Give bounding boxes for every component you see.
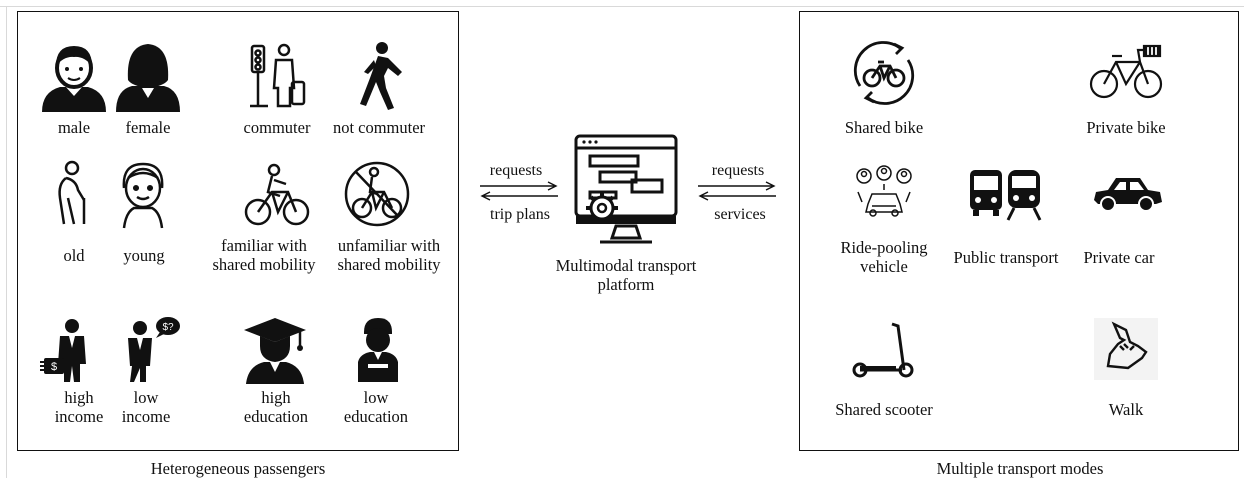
high-income-person-icon: $ [40, 319, 86, 382]
platform-label-line2: platform [597, 275, 655, 294]
label-male: male [57, 118, 91, 137]
scooter-icon [852, 322, 914, 378]
label-low-income-line2: income [121, 407, 171, 426]
young-person-icon [122, 162, 164, 229]
label-unfamiliar-line1: unfamiliar with [337, 236, 441, 255]
label-unfamiliar-line2: shared mobility [337, 255, 441, 274]
modes-caption: Multiple transport modes [936, 459, 1104, 478]
car-icon [1094, 178, 1162, 212]
label-familiar-line1: familiar with [221, 236, 307, 255]
label-shared-bike: Shared bike [844, 118, 924, 137]
label-not-commuter: not commuter [332, 118, 426, 137]
female-person-icon [116, 44, 180, 112]
left-requests-label: requests [489, 162, 543, 179]
passengers-caption: Heterogeneous passengers [150, 459, 326, 478]
graduate-icon [244, 318, 306, 384]
male-person-icon [42, 46, 106, 112]
label-familiar-line2: shared mobility [212, 255, 316, 274]
label-shared-scooter: Shared scooter [835, 400, 933, 419]
trip-plans-label: trip plans [490, 206, 550, 223]
label-private-car: Private car [1083, 248, 1155, 267]
elderly-person-icon [58, 160, 86, 225]
label-female: female [125, 118, 171, 137]
worker-icon [358, 318, 398, 382]
svg-text:$: $ [51, 361, 57, 373]
label-young: young [123, 246, 165, 265]
image-left-border [6, 6, 7, 478]
label-ride-pooling-line1: Ride-pooling [840, 238, 928, 257]
low-income-person-icon: $? [128, 317, 180, 382]
label-commuter: commuter [243, 118, 311, 137]
label-high-income-line2: income [54, 407, 104, 426]
label-high-education: high education [234, 388, 318, 426]
no-cyclist-icon [344, 161, 410, 227]
label-low-education-line2: education [343, 407, 409, 426]
left-bidirectional-arrows [480, 181, 558, 201]
passengers-box [17, 11, 459, 451]
label-high-education-line2: education [243, 407, 309, 426]
computer-platform-icon [574, 134, 678, 244]
label-low-education: low education [334, 388, 418, 426]
right-bidirectional-arrows [698, 181, 776, 201]
platform-label: Multimodal transport platform [534, 256, 718, 294]
label-high-income: high income [44, 388, 114, 426]
label-unfamiliar: unfamiliar with shared mobility [324, 236, 454, 274]
label-familiar: familiar with shared mobility [202, 236, 326, 274]
label-ride-pooling-line2: vehicle [860, 257, 908, 276]
label-high-income-line1: high [64, 388, 94, 407]
label-walk: Walk [1108, 400, 1144, 419]
cyclist-icon [244, 163, 310, 226]
pedestrian-icon [360, 42, 402, 110]
label-low-income-line1: low [133, 388, 159, 407]
platform-label-line1: Multimodal transport [555, 256, 697, 275]
image-top-border [0, 6, 1244, 7]
label-public-transport: Public transport [953, 248, 1059, 267]
label-low-education-line1: low [363, 388, 389, 407]
label-ride-pooling: Ride-pooling vehicle [824, 238, 944, 276]
services-label: services [714, 206, 766, 223]
transport-modes-box [799, 11, 1239, 451]
private-bike-icon [1089, 44, 1163, 99]
shared-bike-icon [853, 41, 915, 105]
ride-pooling-icon [856, 165, 912, 217]
label-low-income: low income [114, 388, 178, 426]
label-old: old [63, 246, 85, 265]
commuter-icon [250, 43, 306, 108]
label-high-education-line1: high [261, 388, 291, 407]
svg-text:$?: $? [162, 322, 174, 333]
right-requests-label: requests [711, 162, 765, 179]
label-private-bike: Private bike [1086, 118, 1166, 137]
walking-shoe-icon [1094, 318, 1158, 380]
bus-and-train-icon [970, 170, 1042, 221]
